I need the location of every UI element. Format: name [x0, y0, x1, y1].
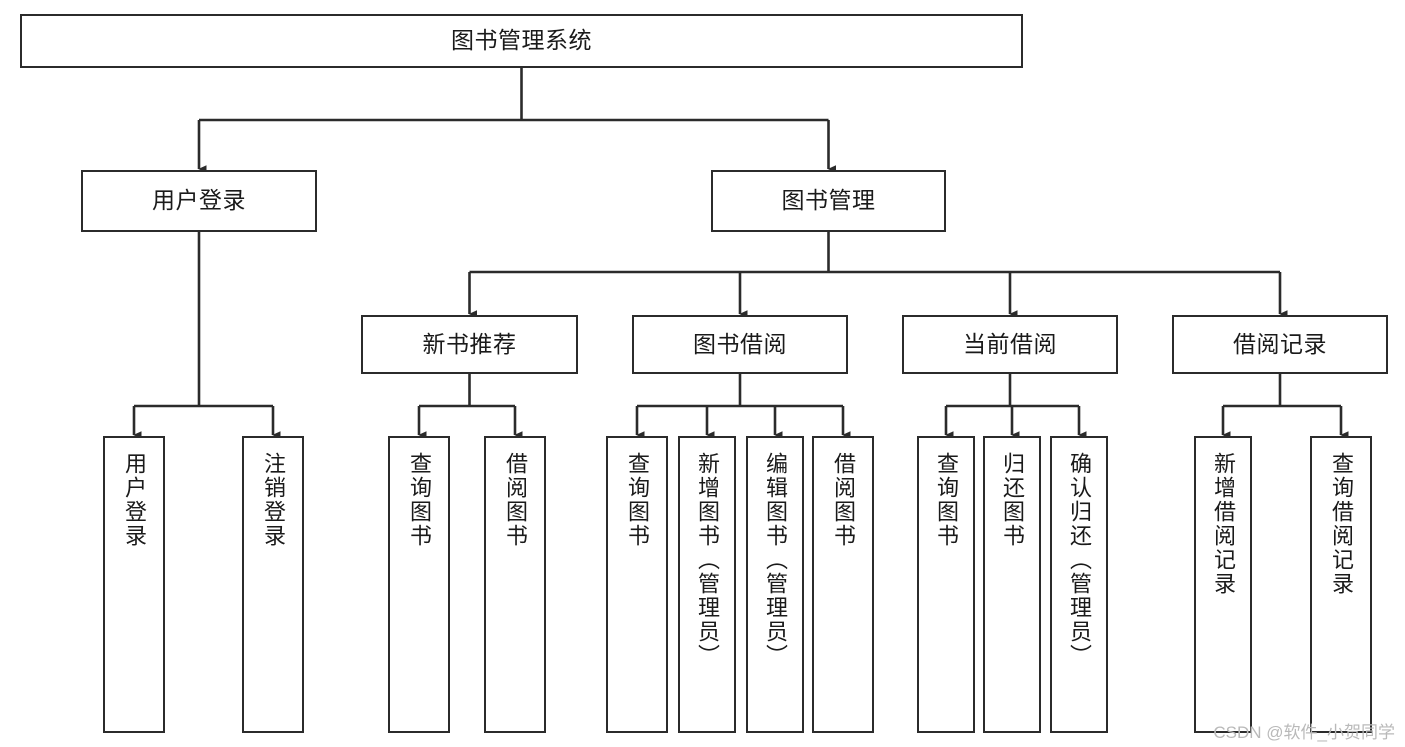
node-l3-book-borrow[interactable]: 图书借阅 [632, 315, 848, 374]
node-label: 借阅图书 [831, 452, 856, 548]
node-label: 当前借阅 [963, 330, 1057, 357]
node-leaf-user-login[interactable]: 用户登录 [103, 436, 165, 733]
node-label: 借阅记录 [1233, 330, 1327, 357]
node-leaf-return-book[interactable]: 归还图书 [983, 436, 1041, 733]
node-label: 图书管理系统 [451, 27, 592, 54]
node-l2-book-mgmt[interactable]: 图书管理 [711, 170, 946, 232]
node-leaf-borrow-book-1[interactable]: 借阅图书 [484, 436, 546, 733]
node-label: 新增借阅记录 [1211, 452, 1236, 596]
node-l3-borrow-record[interactable]: 借阅记录 [1172, 315, 1388, 374]
node-leaf-query-book-1[interactable]: 查询图书 [388, 436, 450, 733]
edge-paths [132, 68, 1349, 439]
node-l3-new-book-rec[interactable]: 新书推荐 [361, 315, 578, 374]
node-label: 用户登录 [152, 187, 246, 214]
node-leaf-logout[interactable]: 注销登录 [242, 436, 304, 733]
node-l2-user-login[interactable]: 用户登录 [81, 170, 317, 232]
node-leaf-borrow-book-2[interactable]: 借阅图书 [812, 436, 874, 733]
node-label: 图书借阅 [693, 330, 787, 357]
node-label: 用户登录 [122, 452, 147, 548]
node-label: 查询图书 [934, 452, 959, 548]
node-label: 借阅图书 [503, 452, 528, 548]
node-leaf-query-book-3[interactable]: 查询图书 [917, 436, 975, 733]
node-label: 查询图书 [407, 452, 432, 548]
node-label: 查询借阅记录 [1329, 452, 1354, 596]
node-label: 新增图书（管理员） [695, 452, 720, 668]
node-label: 编辑图书（管理员） [763, 452, 788, 668]
node-leaf-query-record[interactable]: 查询借阅记录 [1310, 436, 1372, 733]
node-label: 归还图书 [1000, 452, 1025, 548]
node-leaf-add-record[interactable]: 新增借阅记录 [1194, 436, 1252, 733]
node-label: 新书推荐 [422, 330, 517, 357]
node-leaf-confirm-return[interactable]: 确认归还（管理员） [1050, 436, 1108, 733]
node-root[interactable]: 图书管理系统 [20, 14, 1023, 68]
node-label: 图书管理 [781, 187, 876, 214]
csdn-watermark: CSDN @软件_小贺同学 [1213, 723, 1395, 742]
node-l3-current-borrow[interactable]: 当前借阅 [902, 315, 1118, 374]
node-label: 注销登录 [261, 452, 286, 548]
node-leaf-edit-book[interactable]: 编辑图书（管理员） [746, 436, 804, 733]
node-label: 查询图书 [625, 452, 650, 548]
node-leaf-query-book-2[interactable]: 查询图书 [606, 436, 668, 733]
node-label: 确认归还（管理员） [1067, 452, 1092, 668]
node-leaf-add-book[interactable]: 新增图书（管理员） [678, 436, 736, 733]
